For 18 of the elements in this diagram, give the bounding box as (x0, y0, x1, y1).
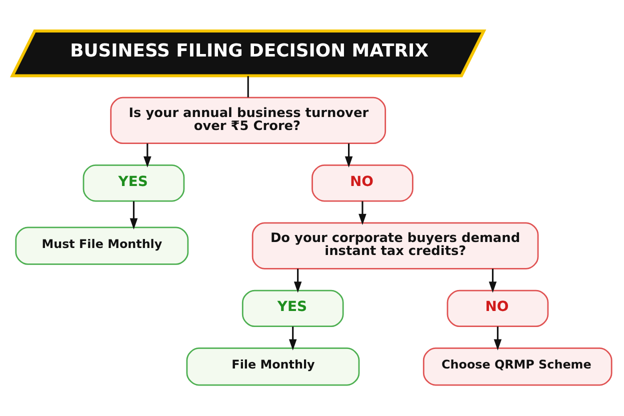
node-box: NO (446, 290, 549, 328)
arrow (130, 201, 138, 230)
node-box: YES (82, 164, 185, 202)
node-box: Do your corporate buyers demand instant tax credits? (252, 222, 539, 270)
arrow (344, 143, 353, 168)
arrow (144, 143, 152, 168)
arrow (294, 268, 302, 293)
node-box: YES (242, 290, 344, 328)
node-box: Choose QRMP Scheme (422, 348, 612, 386)
node-box: File Monthly (186, 348, 360, 386)
connector (247, 76, 249, 98)
node-box: Is your annual business turnover over ₹5 Crore? (110, 96, 386, 144)
node-box: Must File Monthly (15, 226, 189, 265)
arrow (288, 326, 297, 350)
node-box: NO (312, 164, 414, 202)
arrow (358, 201, 366, 225)
arrow (488, 268, 497, 293)
arrow (494, 326, 502, 350)
